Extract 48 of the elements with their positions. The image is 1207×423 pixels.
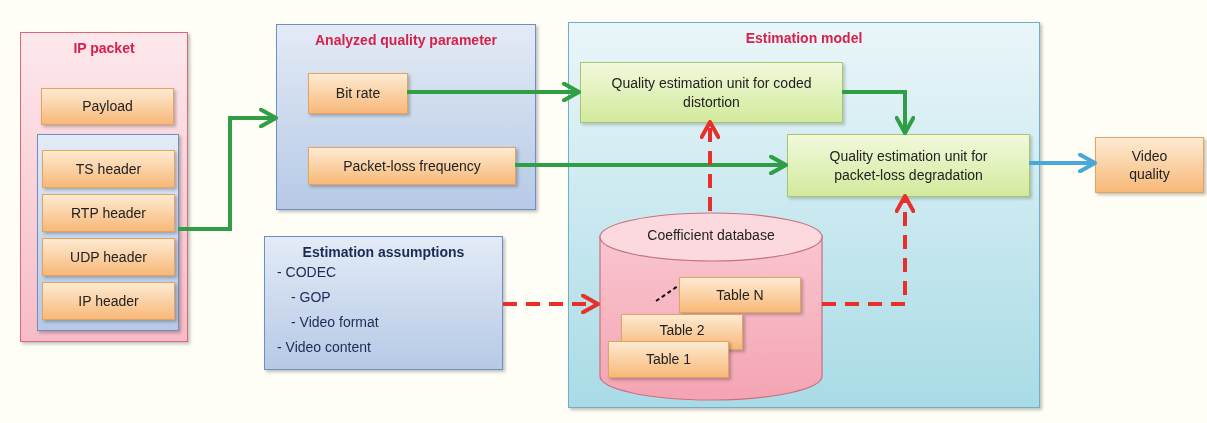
node-label: Packet-loss frequency <box>343 156 481 176</box>
node-label: Payload <box>82 97 133 116</box>
process-box <box>42 238 175 276</box>
arrow <box>1029 152 1097 174</box>
list-item: - GOP <box>291 288 331 307</box>
group-title: Estimation model <box>744 29 864 48</box>
arrow <box>515 154 788 176</box>
arrow <box>178 107 278 231</box>
process-box <box>608 341 729 378</box>
process-box <box>787 134 1030 197</box>
arrow <box>842 90 916 135</box>
database-cylinder <box>599 212 823 401</box>
process-box <box>42 194 175 232</box>
node-label: UDP header <box>70 247 147 267</box>
group-panel <box>276 24 536 210</box>
node-label: IP header <box>78 291 139 311</box>
node-label: Table 1 <box>645 350 692 369</box>
group-title: Estimation assumptions <box>301 243 466 262</box>
list-item: - CODEC <box>277 263 337 282</box>
node-label: Quality estimation unit for coded distortion <box>610 74 813 111</box>
process-box <box>42 282 175 320</box>
group-panel <box>37 134 179 331</box>
process-box <box>308 73 408 114</box>
node-label: Coefficient database <box>647 226 775 245</box>
arrow <box>699 120 721 211</box>
process-box <box>41 88 174 125</box>
group-title: Analyzed quality parameter <box>313 31 499 50</box>
group-panel <box>20 32 188 342</box>
node-label: RTP header <box>71 203 146 223</box>
node-label: Table 2 <box>659 321 705 340</box>
process-box <box>679 277 801 313</box>
process-box <box>580 62 843 123</box>
node-label: Video quality <box>1128 146 1171 184</box>
node-label: Quality estimation unit for packet-loss degradation <box>828 147 989 184</box>
process-box <box>42 150 175 188</box>
node-label: Bit rate <box>335 84 381 103</box>
list-item: - Video format <box>291 313 379 332</box>
process-box <box>1095 137 1204 193</box>
list-item: - Video content <box>277 338 371 357</box>
group-title: IP packet <box>72 39 136 58</box>
arrow <box>407 81 581 103</box>
process-box <box>308 147 516 185</box>
arrow <box>503 293 600 315</box>
note-panel <box>264 236 503 370</box>
group-panel <box>568 22 1040 408</box>
node-label: TS header <box>75 159 142 179</box>
arrow <box>822 194 916 306</box>
node-label: Table N <box>716 285 764 305</box>
